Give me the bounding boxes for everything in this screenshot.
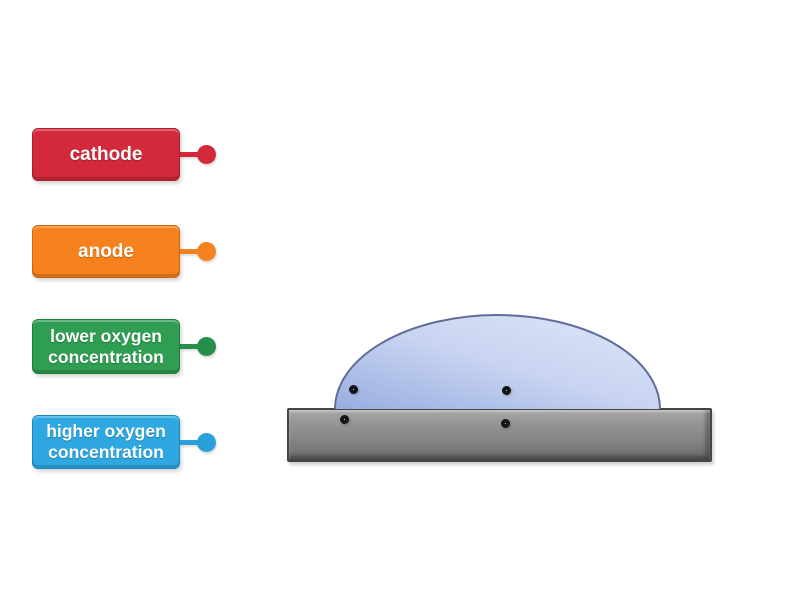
label-chip-lower-oxygen-concentration[interactable]: lower oxygen concentration [32, 319, 216, 374]
label-text: anode [78, 240, 134, 262]
connector-dot[interactable] [197, 145, 216, 164]
label-text: cathode [69, 143, 143, 165]
label-chip-cathode[interactable]: cathode [32, 128, 216, 181]
connector-dot[interactable] [197, 242, 216, 261]
label-text: higher oxygen concentration [46, 421, 166, 462]
answer-point-bar-left[interactable] [339, 414, 349, 424]
connector-dot[interactable] [197, 432, 216, 452]
connector-stem [180, 249, 200, 254]
connector-stem [180, 439, 200, 445]
label-chip-anode[interactable]: anode [32, 225, 216, 278]
water-droplet [334, 314, 661, 410]
label-text: lower oxygen concentration [48, 325, 164, 367]
connector-stem [180, 344, 200, 349]
answer-point-droplet-left[interactable] [348, 384, 358, 394]
connector-stem [180, 152, 200, 157]
answer-point-droplet-right[interactable] [501, 385, 511, 395]
label-chip-higher-oxygen-concentration[interactable]: higher oxygen concentration [32, 415, 216, 469]
metal-bar [287, 408, 712, 462]
connector-dot[interactable] [197, 337, 216, 356]
answer-point-bar-right[interactable] [500, 418, 510, 428]
